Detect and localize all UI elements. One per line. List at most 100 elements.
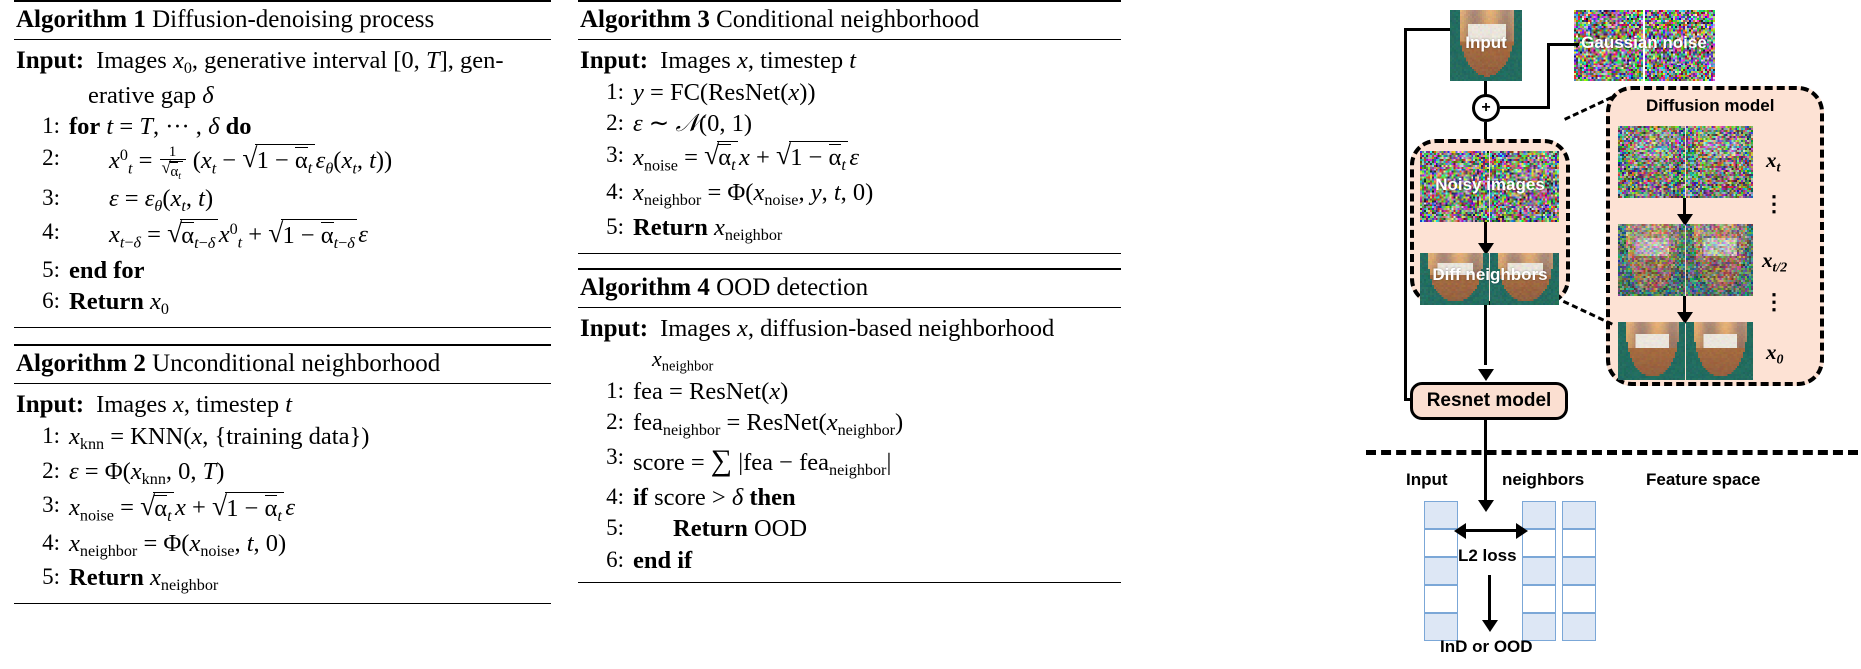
algorithm-4-step-6: 6: end if [580, 545, 1121, 576]
algorithm-4-step-3: 3: score = ∑ |fea − feaneighbor| [580, 442, 1121, 482]
step-text: xnoise = αtx + 1 − αtε [633, 140, 1121, 177]
l2-loss-arrow-right [1516, 523, 1528, 539]
algorithm-1-number: Algorithm 1 [16, 6, 146, 33]
step-text: ε = Φ(xknn, 0, T) [69, 456, 551, 491]
algorithm-3-input: Input: Images x, timestep t [580, 45, 1121, 77]
resnet-to-features-arrow [1478, 500, 1494, 512]
gaussian-noise-label: Gaussian noise [1564, 33, 1724, 53]
algorithm-4-input-cont: xneighbor [580, 345, 1121, 376]
step-text: if score > δ then [633, 482, 1121, 513]
algorithm-2-title: Algorithm 2 Unconditional neighborhood [14, 346, 551, 383]
algorithm-4-step-4: 4: if score > δ then [580, 482, 1121, 513]
input-text: Images x, diffusion-based neighborhood [648, 313, 1121, 344]
input-label: Input: [580, 313, 648, 345]
feature-neighbors-label: neighbors [1502, 470, 1584, 490]
input-label: Input: [16, 45, 84, 77]
algorithm-1-body: Input: Images x0, generative interval [0… [14, 40, 551, 327]
step-text: end for [69, 255, 551, 286]
algorithm-4-name: OOD detection [716, 274, 868, 301]
diffusion-x0-tile-b [1686, 322, 1753, 380]
resnet-model-box[interactable]: Resnet model [1410, 382, 1568, 420]
feature-bar-input [1424, 501, 1458, 641]
step-text: Return x0 [69, 286, 551, 321]
pipeline-diagram: Input Gaussian noise + Noisy images Diff… [1378, 0, 1861, 669]
step-text: Return OOD [633, 513, 1121, 544]
algorithm-4-step-5: 5: Return OOD [580, 513, 1121, 544]
algorithm-2-block: Algorithm 2 Unconditional neighborhood I… [14, 344, 551, 605]
diffusion-xt2-tile-b [1686, 224, 1753, 296]
step-number: 3: [580, 140, 633, 169]
algorithm-4-title: Algorithm 4 OOD detection [578, 270, 1121, 307]
step-number: 5: [580, 513, 633, 542]
algorithm-column-right: Algorithm 3 Conditional neighborhood Inp… [578, 0, 1121, 583]
step-text: xnoise = αtx + 1 − αtε [69, 490, 551, 527]
step-number: 3: [580, 442, 633, 471]
l2-loss-label: L2 loss [1458, 546, 1517, 566]
step-number: 4: [16, 528, 69, 557]
algorithm-4-step-1: 1: fea = ResNet(x) [580, 376, 1121, 407]
resnet-model-label: Resnet model [1427, 390, 1552, 412]
diffusion-model-label: Diffusion model [1646, 96, 1774, 116]
diff-to-resnet-arrow [1478, 369, 1494, 381]
step-number: 2: [580, 108, 633, 137]
step-number: 6: [580, 545, 633, 574]
step-number: 4: [16, 217, 69, 246]
algorithm-2-name: Unconditional neighborhood [152, 350, 440, 377]
step-text: ε = εθ(xt, t) [69, 183, 551, 218]
algorithm-2-body: Input: Images x, timestep t 1: xknn = KN… [14, 384, 551, 604]
step-number: 1: [16, 421, 69, 450]
step-number: 1: [580, 77, 633, 106]
diffusion-x0-tile-a [1618, 322, 1685, 380]
noise-to-plus-h1 [1500, 106, 1550, 109]
l2-loss-arrow-left [1454, 523, 1466, 539]
vdots-upper: ⋮ [1762, 198, 1786, 210]
algorithm-2-step-5: 5: Return xneighbor [16, 562, 551, 597]
step-text: fea = ResNet(x) [633, 376, 1121, 407]
diff-neighbors-label: Diff neighbors [1410, 265, 1570, 285]
step-number: 4: [580, 177, 633, 206]
algorithm-1-input-cont: erative gap δ [16, 80, 551, 111]
step-number: 2: [580, 407, 633, 436]
diffusion-xt2-tile-a [1618, 224, 1685, 296]
result-label: InD or OOD [1440, 637, 1533, 657]
step-number: 1: [580, 376, 633, 405]
l2-loss-arrow-line [1464, 529, 1522, 532]
algorithm-4-block: Algorithm 4 OOD detection Input: Images … [578, 268, 1121, 583]
step-number: 5: [16, 255, 69, 284]
diffusion-xt-tile-b [1686, 126, 1753, 198]
step-number: 3: [16, 183, 69, 212]
feedback-line-vertical [1404, 28, 1407, 400]
step-number: 5: [580, 212, 633, 241]
step-text: Return xneighbor [633, 212, 1121, 247]
block-gap [14, 328, 551, 330]
timestep-label-xt: xt [1766, 148, 1780, 175]
algorithm-2-number: Algorithm 2 [16, 350, 146, 377]
step-text: xknn = KNN(x, {training data}) [69, 421, 551, 456]
noisy-images-label: Noisy images [1410, 175, 1570, 195]
algorithm-3-step-3: 3: xnoise = αtx + 1 − αtε [580, 140, 1121, 177]
feature-bar-neighbor-2 [1562, 501, 1596, 641]
noise-to-plus-h2 [1547, 43, 1579, 46]
step-text: feaneighbor = ResNet(xneighbor) [633, 407, 1121, 442]
diff-to-resnet-line [1484, 305, 1487, 365]
input-text: Images x0, generative interval [0, T], g… [84, 45, 551, 80]
algorithm-4-input: Input: Images x, diffusion-based neighbo… [580, 313, 1121, 345]
algorithm-2-step-1: 1: xknn = KNN(x, {training data}) [16, 421, 551, 456]
input-text-cont: xneighbor [652, 345, 713, 376]
step-text: end if [633, 545, 1121, 576]
step-text: ε ∼ 𝒩(0, 1) [633, 108, 1121, 139]
step-text: xneighbor = Φ(xnoise, t, 0) [69, 528, 551, 563]
feature-bar-neighbor-1 [1522, 501, 1556, 641]
algorithm-1-step-2: 2: x0t = 1αt (xt − 1 − αtεθ(xt, t)) [16, 143, 551, 183]
step-number: 2: [16, 143, 69, 172]
algorithm-column-left: Algorithm 1 Diffusion-denoising process … [14, 0, 551, 604]
input-text-cont: erative gap δ [88, 80, 214, 111]
algorithm-4-number: Algorithm 4 [580, 274, 710, 301]
algorithm-1-title: Algorithm 1 Diffusion-denoising process [14, 2, 551, 39]
step-number: 2: [16, 456, 69, 485]
rule-bottom [14, 603, 551, 604]
step-number: 6: [16, 286, 69, 315]
step-text: for t = T, ··· , δ do [69, 111, 551, 142]
step-number: 1: [16, 111, 69, 140]
timestep-label-x0: x0 [1766, 340, 1783, 367]
